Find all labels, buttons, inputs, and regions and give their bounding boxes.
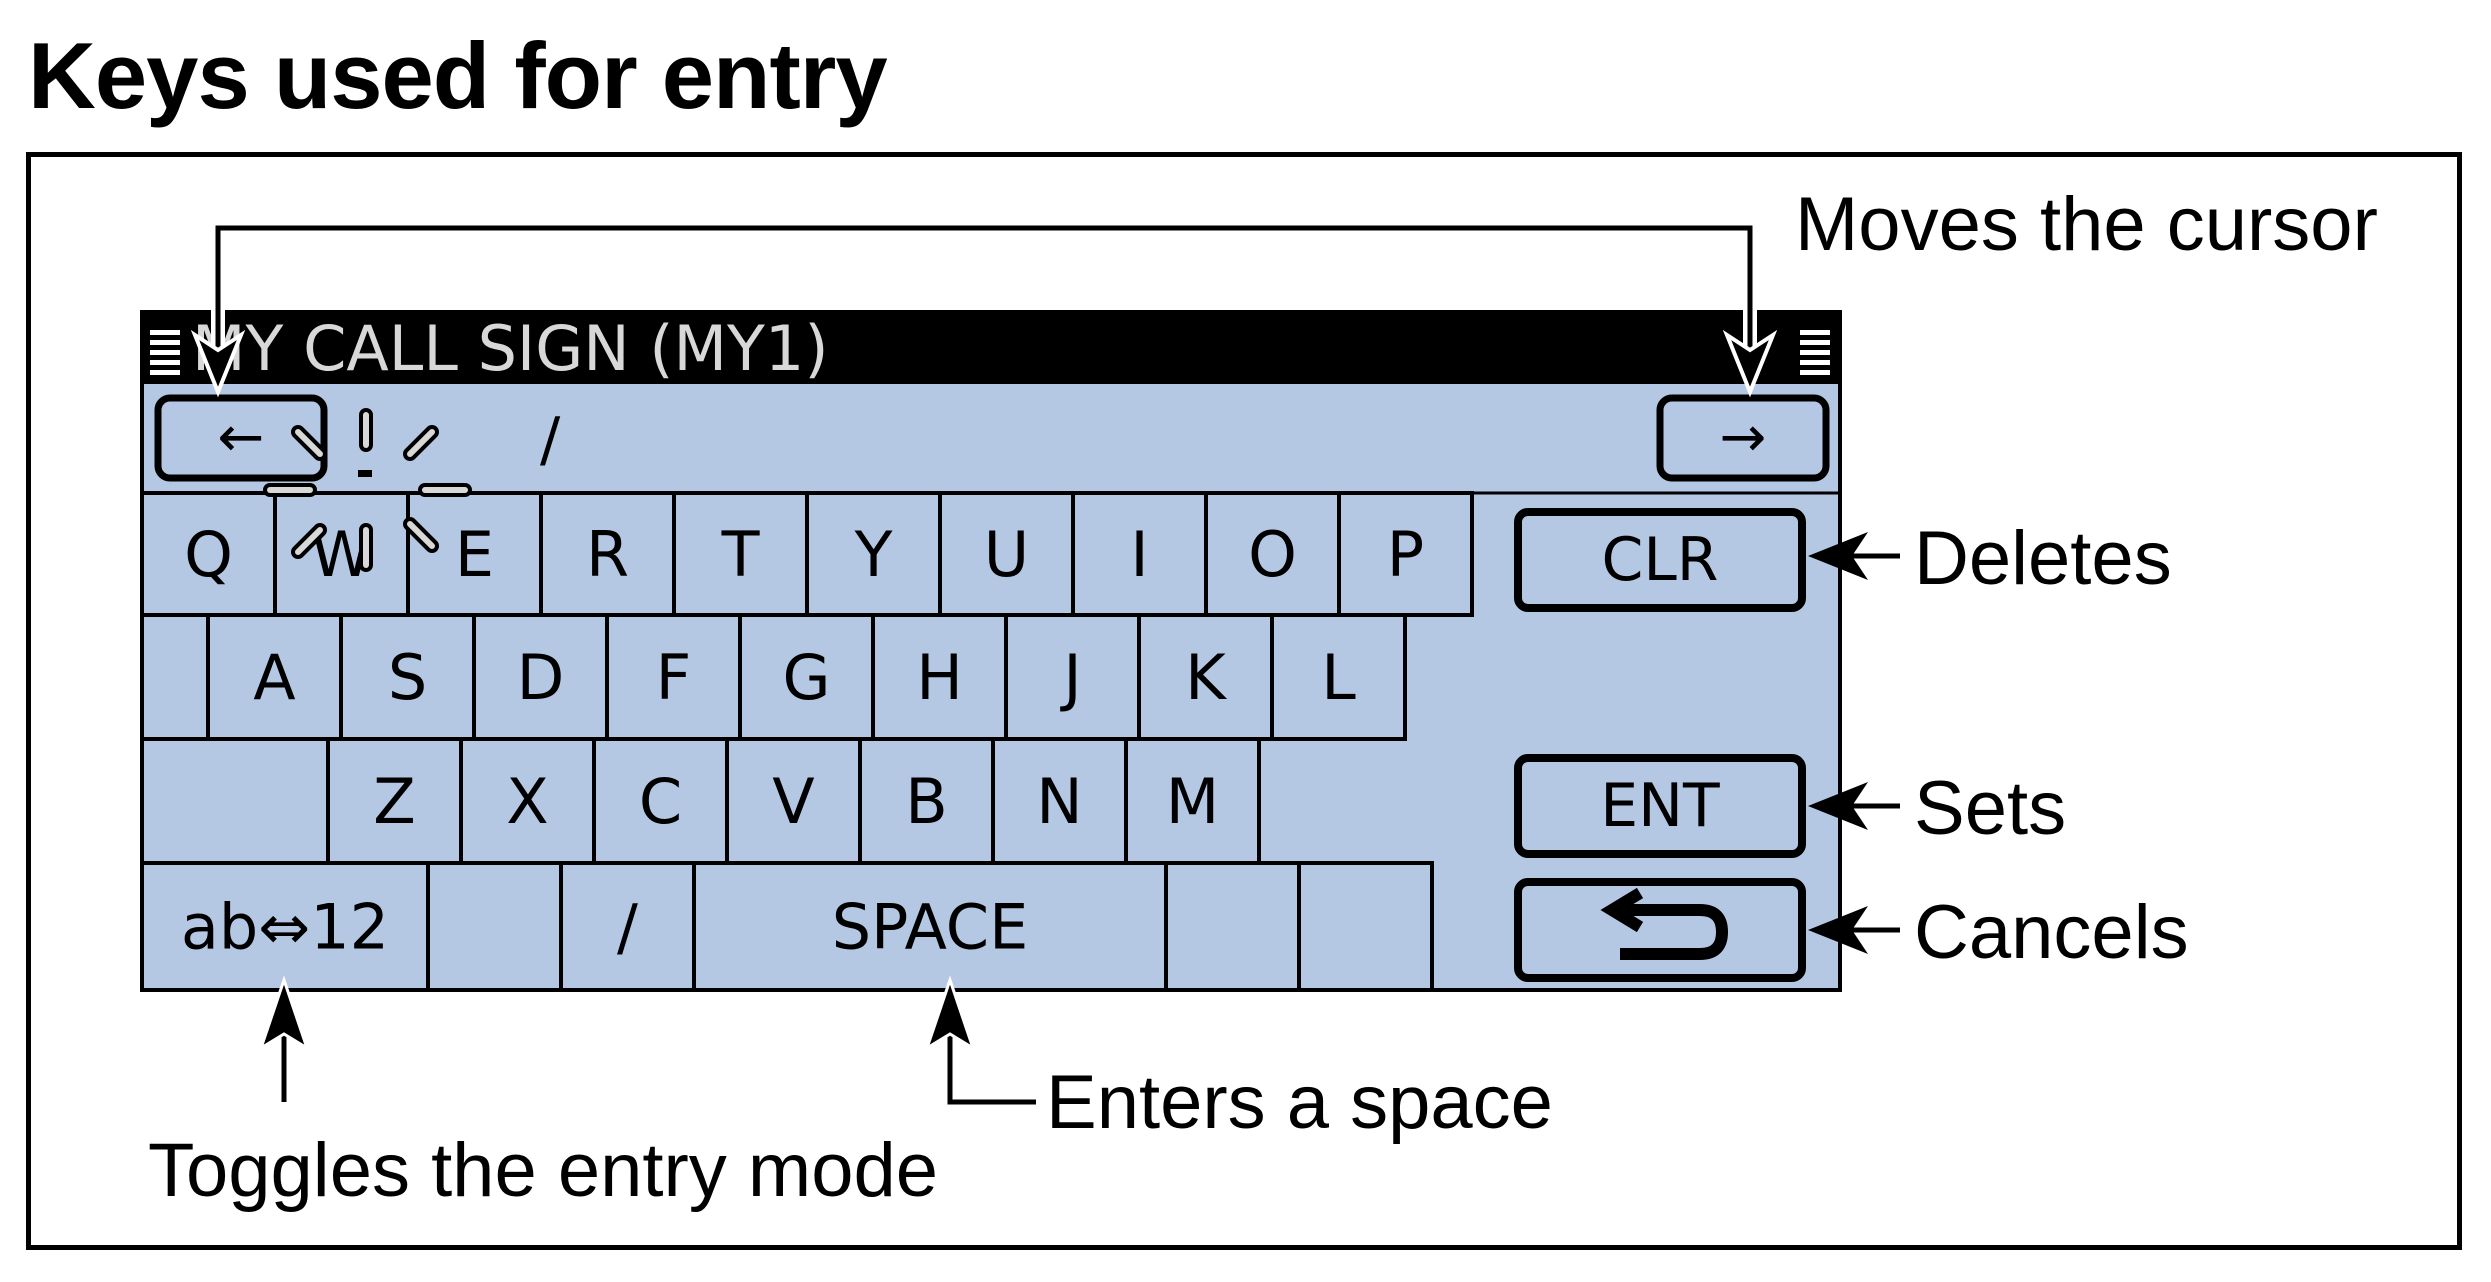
key-e[interactable]: E bbox=[406, 491, 543, 617]
clr-label: CLR bbox=[1601, 525, 1718, 595]
space-key[interactable]: SPACE bbox=[692, 861, 1168, 992]
key-f-label: F bbox=[656, 641, 692, 714]
key-n-label: N bbox=[1036, 765, 1082, 838]
key-slash-label: / bbox=[617, 891, 638, 964]
key-z-label: Z bbox=[373, 765, 415, 838]
cursor-right-label: → bbox=[1720, 405, 1767, 470]
key-v[interactable]: V bbox=[725, 737, 862, 865]
space-key-label: SPACE bbox=[832, 891, 1029, 964]
key-d-label: D bbox=[517, 641, 565, 714]
key-h-label: H bbox=[916, 641, 963, 714]
clr-button[interactable]: CLR bbox=[1514, 508, 1806, 612]
key-i[interactable]: I bbox=[1071, 491, 1208, 617]
key-q-label: Q bbox=[184, 518, 233, 591]
key-k-label: K bbox=[1185, 641, 1227, 714]
key-p[interactable]: P bbox=[1337, 491, 1474, 617]
key-x[interactable]: X bbox=[459, 737, 596, 865]
key-y-label: Y bbox=[854, 518, 893, 591]
callout-mode: Toggles the entry mode bbox=[148, 1128, 938, 1213]
entry-text: / bbox=[540, 405, 561, 475]
text-cursor bbox=[358, 470, 372, 477]
key-r[interactable]: R bbox=[539, 491, 676, 617]
key-blank-3[interactable] bbox=[1297, 861, 1434, 992]
key-h[interactable]: H bbox=[871, 613, 1008, 741]
mode-toggle-key[interactable]: ab⇔12 bbox=[140, 861, 430, 992]
key-t[interactable]: T bbox=[672, 491, 809, 617]
key-o[interactable]: O bbox=[1204, 491, 1341, 617]
space-arrow bbox=[924, 975, 1036, 1105]
screen-title: MY CALL SIGN (MY1) bbox=[192, 312, 829, 385]
key-v-label: V bbox=[772, 765, 814, 838]
key-c-label: C bbox=[639, 765, 682, 838]
key-o-label: O bbox=[1248, 518, 1297, 591]
page-title: Keys used for entry bbox=[28, 23, 888, 128]
key-j[interactable]: J bbox=[1004, 613, 1141, 741]
key-p-label: P bbox=[1387, 518, 1424, 591]
key-b[interactable]: B bbox=[858, 737, 995, 865]
key-b-label: B bbox=[905, 765, 948, 838]
cursor-left-arrowhead bbox=[190, 329, 246, 398]
key-r-label: R bbox=[586, 518, 629, 591]
key-g-label: G bbox=[782, 641, 830, 714]
key-blank-2[interactable] bbox=[1164, 861, 1301, 992]
cursor-right-arrowhead bbox=[1722, 329, 1778, 398]
callout-cancels: Cancels bbox=[1914, 890, 2189, 975]
back-button[interactable] bbox=[1514, 878, 1806, 982]
cursor-left-label: ← bbox=[218, 405, 265, 470]
key-slash[interactable]: / bbox=[559, 861, 696, 992]
diagram-frame bbox=[26, 152, 2462, 1250]
ent-label: ENT bbox=[1600, 771, 1720, 841]
cancels-arrow bbox=[1808, 906, 1900, 954]
cursor-right-button[interactable]: → bbox=[1656, 394, 1830, 482]
key-y[interactable]: Y bbox=[805, 491, 942, 617]
key-j-label: J bbox=[1059, 641, 1081, 714]
key-l-label: L bbox=[1321, 641, 1356, 714]
key-m[interactable]: M bbox=[1124, 737, 1261, 865]
title-bar-left-icon bbox=[150, 330, 180, 375]
sets-arrow bbox=[1808, 782, 1900, 830]
highlight-sparkle-inner bbox=[267, 412, 468, 568]
key-a-label: A bbox=[253, 641, 295, 714]
key-s-label: S bbox=[388, 641, 427, 714]
key-k[interactable]: K bbox=[1137, 613, 1274, 741]
key-q[interactable]: Q bbox=[140, 491, 277, 617]
key-z[interactable]: Z bbox=[326, 737, 463, 865]
title-bar bbox=[142, 312, 1840, 384]
mode-arrow bbox=[258, 975, 310, 1102]
key-n[interactable]: N bbox=[991, 737, 1128, 865]
key-c[interactable]: C bbox=[592, 737, 729, 865]
key-s[interactable]: S bbox=[339, 613, 476, 741]
key-u[interactable]: U bbox=[938, 491, 1075, 617]
cursor-callout-bracket bbox=[190, 221, 1778, 398]
key-m-label: M bbox=[1166, 765, 1220, 838]
callout-cursor: Moves the cursor bbox=[1795, 182, 2378, 267]
ent-button[interactable]: ENT bbox=[1514, 754, 1806, 858]
key-x-label: X bbox=[506, 765, 548, 838]
callout-space: Enters a space bbox=[1046, 1060, 1553, 1145]
title-bar-right-icon bbox=[1800, 330, 1830, 375]
key-u-label: U bbox=[984, 518, 1029, 591]
key-blank-1[interactable] bbox=[426, 861, 563, 992]
key-d[interactable]: D bbox=[472, 613, 609, 741]
cursor-left-button[interactable]: ← bbox=[154, 394, 328, 482]
callout-sets: Sets bbox=[1914, 766, 2066, 851]
key-l[interactable]: L bbox=[1270, 613, 1407, 741]
key-spacer-row3[interactable] bbox=[140, 737, 330, 865]
key-e-label: E bbox=[455, 518, 494, 591]
key-a[interactable]: A bbox=[206, 613, 343, 741]
mode-toggle-key-label: ab⇔12 bbox=[181, 891, 389, 964]
key-spacer-row2[interactable] bbox=[140, 613, 210, 741]
return-arrow-icon bbox=[1600, 887, 1729, 960]
key-i-label: I bbox=[1130, 518, 1148, 591]
key-t-label: T bbox=[721, 518, 761, 591]
key-f[interactable]: F bbox=[605, 613, 742, 741]
callout-deletes: Deletes bbox=[1914, 516, 2172, 601]
key-g[interactable]: G bbox=[738, 613, 875, 741]
deletes-arrow bbox=[1808, 532, 1900, 580]
